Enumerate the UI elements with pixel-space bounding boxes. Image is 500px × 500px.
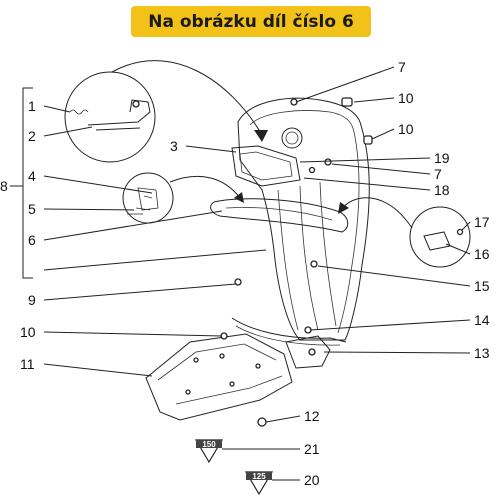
callout-17: 17 [474, 214, 490, 230]
detail-arrow-clip [169, 175, 244, 203]
callout-6: 6 [28, 232, 36, 248]
callout-20: 20 [304, 472, 320, 488]
callout-7-top: 7 [398, 59, 406, 75]
detail-circle-bracket [409, 206, 471, 268]
detail-arrow-bracket [338, 197, 413, 229]
title-banner-text: Na obrázku díl číslo 6 [148, 11, 354, 32]
leg-shield-body [231, 97, 370, 346]
callout-10-mid: 10 [398, 121, 414, 137]
stamp-125-label: 125 [252, 472, 266, 481]
callout-3: 3 [170, 138, 178, 154]
callout-11: 11 [20, 356, 35, 372]
callout-15: 15 [474, 278, 490, 294]
detail-circle-hook [64, 71, 156, 163]
glovebox-panel [231, 145, 301, 187]
stamp-150: 150 [194, 439, 224, 464]
callout-1: 1 [28, 98, 36, 114]
callout-19: 19 [434, 150, 450, 166]
callout-10-low: 10 [20, 324, 36, 340]
callout-18: 18 [434, 182, 450, 198]
callout-4: 4 [28, 168, 36, 184]
inner-panel-part-6 [210, 198, 349, 233]
callout-7-mid: 7 [434, 166, 442, 182]
callout-8: 8 [0, 178, 8, 194]
callout-9: 9 [28, 292, 36, 308]
group-8-bracket [10, 87, 33, 279]
stamp-150-label: 150 [202, 440, 216, 449]
detail-circle-clip [122, 172, 174, 224]
floor-panel [145, 333, 293, 421]
callout-12: 12 [304, 408, 320, 424]
stamp-125: 125 [244, 471, 274, 496]
fasteners [127, 97, 373, 427]
detail-arrow-top [111, 60, 268, 142]
callout-14: 14 [474, 312, 490, 328]
callout-5: 5 [28, 201, 36, 217]
floor-panel-holes [185, 353, 261, 395]
callout-16: 16 [474, 246, 490, 262]
title-banner: Na obrázku díl číslo 6 [131, 6, 371, 37]
callout-21: 21 [304, 441, 320, 457]
callout-13: 13 [474, 345, 490, 361]
callout-2: 2 [28, 128, 36, 144]
leader-lines [43, 66, 471, 481]
callout-numbers: 1 2 3 4 5 6 7 7 8 9 10 10 10 11 12 13 14… [0, 59, 490, 488]
lower-mount [285, 326, 331, 369]
callout-10-top: 10 [398, 90, 414, 106]
